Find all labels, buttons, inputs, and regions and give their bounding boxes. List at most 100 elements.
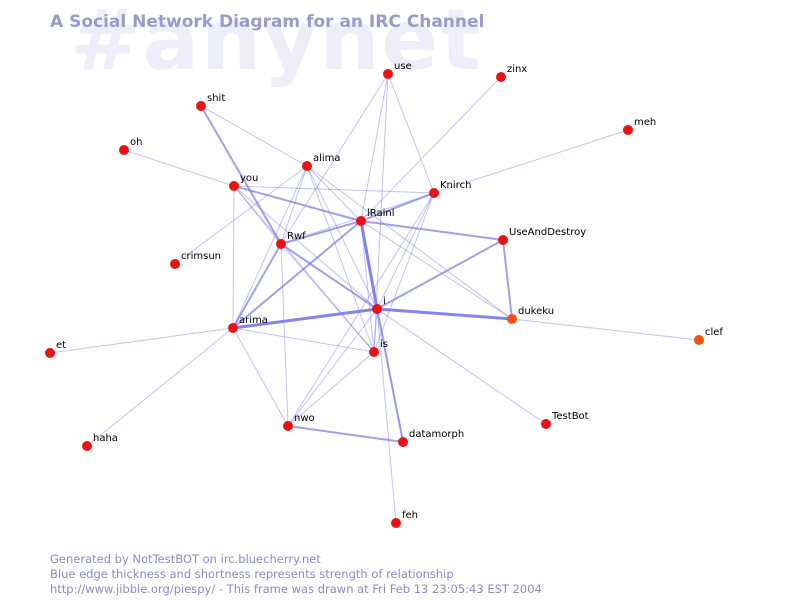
node-label-nwo: nwo xyxy=(294,413,315,424)
edge-alima-crimsun xyxy=(174,165,308,265)
node-dot-et xyxy=(45,348,55,358)
node-zinx: zinx xyxy=(496,64,527,82)
node-dot-Knirch xyxy=(429,188,439,198)
channel-watermark: #anynet xyxy=(70,0,483,89)
edge-alima-is xyxy=(306,165,375,353)
edge-lRainl-Rwf xyxy=(280,220,362,245)
node-datamorph: datamorph xyxy=(398,429,464,447)
edge-you-arima xyxy=(232,185,235,329)
node-is: is xyxy=(369,339,388,357)
node-label-TestBot: TestBot xyxy=(551,411,589,422)
edge-shit-Rwf xyxy=(200,105,282,245)
edge-i-feh xyxy=(376,308,397,524)
edge-arima-is xyxy=(232,327,375,353)
edge-use-Rwf xyxy=(280,73,389,245)
footer-source-url: http://www.jibble.org/piespy/ - This fra… xyxy=(50,582,542,596)
node-label-crimsun: crimsun xyxy=(181,251,221,262)
node-i: i xyxy=(372,296,386,314)
node-dot-is xyxy=(369,347,379,357)
node-label-use: use xyxy=(394,61,412,72)
node-label-shit: shit xyxy=(207,93,225,104)
edge-Rwf-nwo xyxy=(280,243,289,427)
node-label-i: i xyxy=(383,296,386,307)
node-dot-clef xyxy=(694,335,704,345)
node-dot-nwo xyxy=(283,421,293,431)
node-dot-shit xyxy=(196,101,206,111)
edge-alima-dukeku xyxy=(306,165,513,320)
edge-alima-lRainl xyxy=(306,165,362,222)
edge-use-lRainl xyxy=(360,73,389,222)
edge-i-TestBot xyxy=(376,308,547,425)
edge-alima-Rwf xyxy=(280,165,308,245)
edge-i-nwo xyxy=(287,308,378,427)
node-label-lRainl: lRainl xyxy=(367,208,395,219)
footer: Generated by NotTestBOT on irc.bluecherr… xyxy=(50,552,542,597)
edge-nwo-datamorph xyxy=(287,425,404,443)
node-label-datamorph: datamorph xyxy=(409,429,464,440)
node-dot-datamorph xyxy=(398,437,408,447)
edge-arima-nwo xyxy=(232,327,289,427)
node-alima: alima xyxy=(302,153,341,171)
node-UseAndDestroy: UseAndDestroy xyxy=(498,227,586,245)
node-label-feh: feh xyxy=(402,510,418,521)
edge-i-arima xyxy=(232,307,378,330)
node-crimsun: crimsun xyxy=(170,251,221,269)
node-dot-you xyxy=(229,181,239,191)
node-oh: oh xyxy=(119,137,142,155)
node-meh: meh xyxy=(623,117,656,135)
node-clef: clef xyxy=(694,327,723,345)
node-label-clef: clef xyxy=(705,327,723,338)
node-dot-TestBot xyxy=(541,419,551,429)
edge-dukeku-clef xyxy=(511,318,700,341)
edge-oh-you xyxy=(123,149,235,187)
node-label-arima: arima xyxy=(239,315,268,326)
node-label-Knirch: Knirch xyxy=(440,180,471,191)
node-dot-meh xyxy=(623,125,633,135)
node-haha: haha xyxy=(82,433,118,451)
node-label-zinx: zinx xyxy=(507,64,527,75)
edge-Knirch-lRainl xyxy=(360,192,435,222)
edge-alima-arima xyxy=(232,165,308,329)
node-dot-use xyxy=(383,69,393,79)
diagram-title: A Social Network Diagram for an IRC Chan… xyxy=(50,12,485,32)
node-dot-zinx xyxy=(496,72,506,82)
edge-Rwf-i xyxy=(280,243,378,310)
edge-Rwf-is xyxy=(280,243,375,353)
edge-shit-alima xyxy=(200,105,308,167)
edge-i-dukeku xyxy=(376,307,513,321)
node-dot-i xyxy=(372,304,382,314)
node-lRainl: lRainl xyxy=(356,208,395,226)
edge-you-Knirch xyxy=(233,185,435,194)
node-label-Rwf: Rwf xyxy=(287,231,306,242)
node-et: et xyxy=(45,340,66,358)
node-label-dukeku: dukeku xyxy=(518,306,554,317)
node-dukeku: dukeku xyxy=(507,306,554,324)
node-Knirch: Knirch xyxy=(429,180,471,198)
edge-i-datamorph xyxy=(376,308,404,443)
node-TestBot: TestBot xyxy=(541,411,589,429)
node-dot-oh xyxy=(119,145,129,155)
node-label-alima: alima xyxy=(313,153,341,164)
node-use: use xyxy=(383,61,412,79)
node-dot-UseAndDestroy xyxy=(498,235,508,245)
edge-lRainl-is xyxy=(360,220,375,353)
node-dot-alima xyxy=(302,161,312,171)
edge-lRainl-UseAndDestroy xyxy=(360,220,504,241)
edge-lRainl-i xyxy=(359,220,379,310)
node-shit: shit xyxy=(196,93,225,111)
node-dot-feh xyxy=(391,518,401,528)
node-label-is: is xyxy=(380,339,388,350)
edge-Rwf-arima xyxy=(232,243,282,329)
edge-meh-Knirch xyxy=(433,129,629,194)
edge-lRainl-dukeku xyxy=(360,220,513,320)
edge-arima-haha xyxy=(86,327,234,447)
edge-UseAndDestroy-dukeku xyxy=(502,239,513,320)
edge-you-i xyxy=(233,185,378,310)
node-nwo: nwo xyxy=(283,413,315,431)
edge-zinx-lRainl xyxy=(360,76,502,222)
edge-UseAndDestroy-i xyxy=(376,239,504,310)
edges-layer xyxy=(49,73,700,524)
node-dot-haha xyxy=(82,441,92,451)
